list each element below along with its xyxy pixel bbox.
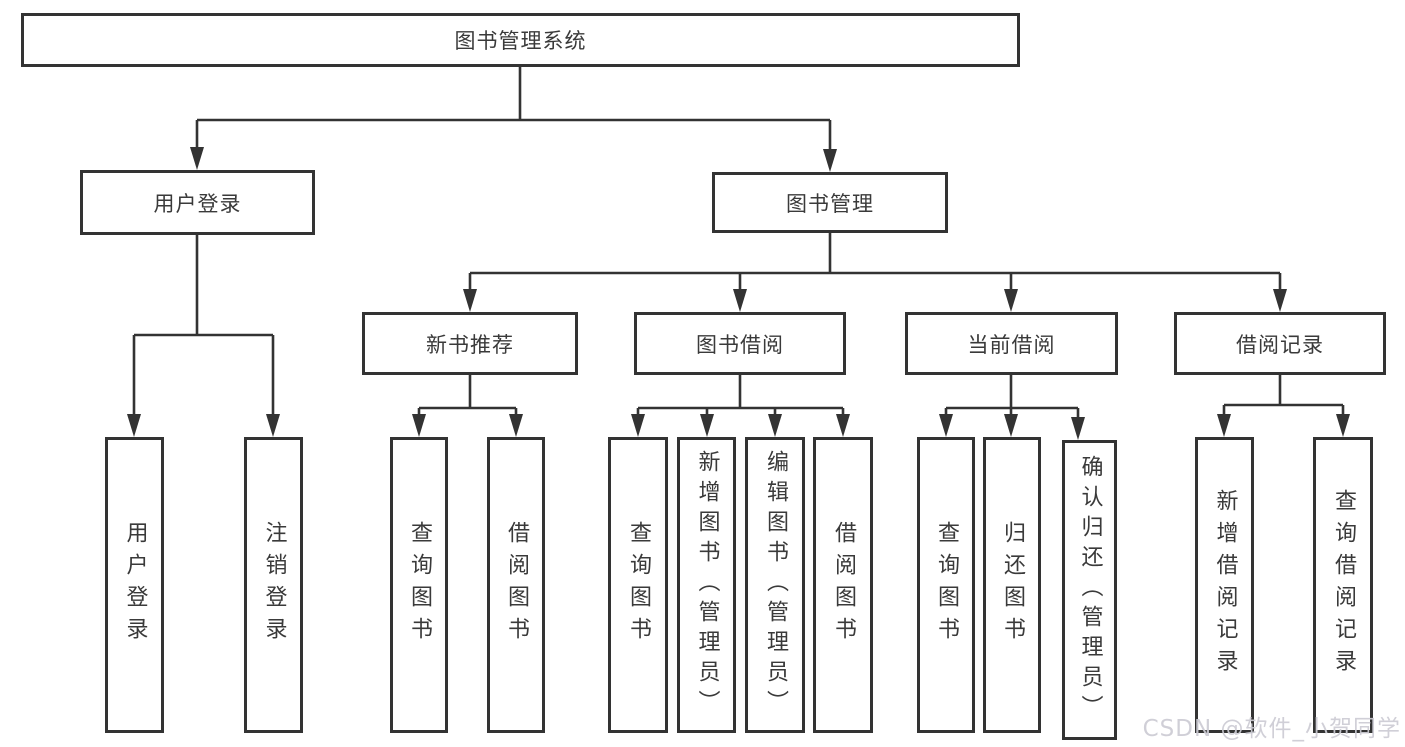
node-current-borrow-label: 当前借阅 — [967, 332, 1056, 357]
leaf-query-borrow-record: 查询借阅记录 — [1313, 437, 1373, 733]
leaf-add-books-admin: 新增图书（管理员） — [677, 437, 736, 733]
leaf-recommend-query-books-label: 查询图书 — [407, 521, 432, 649]
connector-root-to-level2 — [190, 67, 837, 172]
node-book-management: 图书管理 — [712, 172, 948, 233]
leaf-add-books-admin-label: 新增图书（管理员） — [694, 450, 720, 720]
node-borrow-records-label: 借阅记录 — [1236, 332, 1324, 357]
leaf-add-borrow-record: 新增借阅记录 — [1195, 437, 1254, 733]
connector-user-login-children — [127, 235, 280, 437]
node-book-borrow-label: 图书借阅 — [696, 332, 784, 357]
node-current-borrow: 当前借阅 — [905, 312, 1118, 375]
leaf-recommend-borrow-books-label: 借阅图书 — [504, 521, 529, 649]
leaf-recommend-query-books: 查询图书 — [390, 437, 448, 733]
watermark: CSDN @软件_小贺同学 — [1142, 716, 1401, 742]
leaf-user-login-label: 用户登录 — [122, 521, 148, 649]
connector-book-management-children — [463, 233, 1287, 312]
leaf-add-borrow-record-label: 新增借阅记录 — [1212, 489, 1238, 681]
connector-new-book-recommend-children — [412, 375, 523, 437]
leaf-edit-books-admin: 编辑图书（管理员） — [745, 437, 805, 733]
leaf-borrow-books: 借阅图书 — [813, 437, 873, 733]
leaf-query-borrow-record-label: 查询借阅记录 — [1331, 489, 1356, 681]
node-book-borrow: 图书借阅 — [634, 312, 846, 375]
leaf-recommend-borrow-books: 借阅图书 — [487, 437, 545, 733]
leaf-borrow-books-label: 借阅图书 — [831, 521, 856, 649]
node-user-login: 用户登录 — [80, 170, 315, 235]
leaf-return-books: 归还图书 — [983, 437, 1041, 733]
node-book-management-label: 图书管理 — [786, 191, 874, 216]
node-borrow-records: 借阅记录 — [1174, 312, 1386, 375]
leaf-current-query-books-label: 查询图书 — [934, 521, 959, 649]
node-new-book-recommend: 新书推荐 — [362, 312, 578, 375]
connector-book-borrow-children — [631, 375, 850, 437]
leaf-borrow-query-books: 查询图书 — [608, 437, 668, 733]
leaf-confirm-return-admin: 确认归还（管理员） — [1062, 440, 1117, 740]
node-root-label: 图书管理系统 — [454, 29, 587, 53]
node-root: 图书管理系统 — [21, 13, 1020, 67]
leaf-logout-label: 注销登录 — [261, 521, 287, 649]
connector-current-borrow-children — [939, 375, 1085, 440]
leaf-return-books-label: 归还图书 — [1000, 521, 1025, 649]
connector-borrow-records-children — [1217, 375, 1350, 437]
leaf-confirm-return-admin-label: 确认归还（管理员） — [1077, 455, 1103, 725]
node-new-book-recommend-label: 新书推荐 — [426, 332, 514, 357]
leaf-borrow-query-books-label: 查询图书 — [626, 521, 651, 649]
leaf-logout: 注销登录 — [244, 437, 303, 733]
leaf-edit-books-admin-label: 编辑图书（管理员） — [763, 450, 788, 720]
leaf-current-query-books: 查询图书 — [917, 437, 975, 733]
leaf-user-login: 用户登录 — [105, 437, 164, 733]
node-user-login-label: 用户登录 — [153, 191, 242, 216]
